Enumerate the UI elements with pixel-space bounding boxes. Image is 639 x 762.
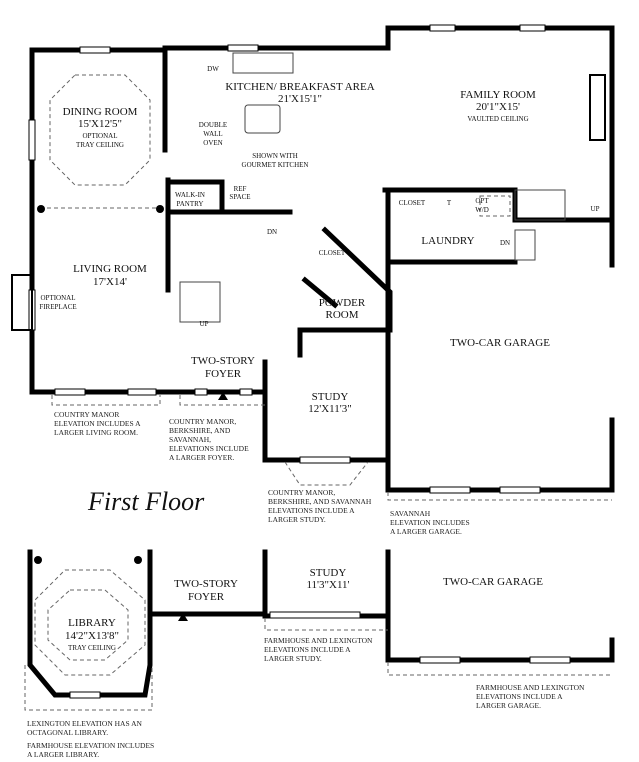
laundry-label: LAUNDRY	[421, 235, 474, 247]
foyer-note: ELEVATIONS INCLUDE	[169, 444, 249, 453]
study-note: LARGER STUDY.	[268, 515, 326, 524]
foyer-note: COUNTRY MANOR,	[169, 417, 236, 426]
powder-room-label: POWDER	[319, 297, 366, 309]
living-note: ELEVATION INCLUDES A	[54, 419, 141, 428]
powder-room-label: ROOM	[325, 309, 358, 321]
stairs-up-label: UP	[200, 320, 209, 328]
alt-garage-note: ELEVATIONS INCLUDE A	[476, 692, 563, 701]
foyer-note: BERKSHIRE, AND	[169, 426, 231, 435]
living-note: COUNTRY MANOR	[54, 410, 119, 419]
study-note: ELEVATIONS INCLUDE A	[268, 506, 355, 515]
dining-room-label: DINING ROOM	[63, 106, 138, 118]
dining-note: TRAY CEILING	[76, 141, 124, 149]
alternate-walls	[24, 549, 615, 711]
ref-space-label: REF	[234, 185, 247, 193]
wd-label: W/D	[475, 206, 489, 214]
gourmet-note: GOURMET KITCHEN	[242, 161, 309, 169]
family-room-note: VAULTED CEILING	[467, 115, 528, 123]
family-room-dims: 20'1"X15'	[476, 101, 520, 113]
toilet-label: T	[447, 199, 452, 207]
pantry-label: PANTRY	[177, 200, 204, 208]
stairs-dn-label: DN	[267, 228, 277, 236]
garage-note: A LARGER GARAGE.	[390, 527, 462, 536]
labels: KITCHEN/ BREAKFAST AREA 21'X15'1" DW DOU…	[27, 65, 600, 759]
floor-title: First Floor	[87, 487, 205, 516]
alt-study-label: STUDY	[310, 567, 347, 579]
gourmet-note: SHOWN WITH	[252, 152, 298, 160]
kitchen-label: KITCHEN/ BREAKFAST AREA	[225, 81, 374, 93]
oven-label: DOUBLE	[199, 121, 227, 129]
family-room-label: FAMILY ROOM	[460, 89, 536, 101]
library-label: LIBRARY	[68, 617, 116, 629]
ref-space-label: SPACE	[229, 193, 250, 201]
stairs-dn-label: DN	[500, 239, 510, 247]
library-note: A LARGER LIBRARY.	[27, 750, 99, 759]
dashed-options	[11, 52, 612, 501]
garage-note: ELEVATION INCLUDES	[390, 518, 470, 527]
alt-garage-label: TWO-CAR GARAGE	[443, 576, 543, 588]
oven-label: OVEN	[203, 139, 222, 147]
dining-note: OPTIONAL	[83, 132, 118, 140]
garage-label: TWO-CAR GARAGE	[450, 337, 550, 349]
wd-label: OPT	[475, 197, 489, 205]
library-note: OCTAGONAL LIBRARY.	[27, 728, 108, 737]
living-room-dims: 17'X14'	[93, 276, 127, 288]
library-note: FARMHOUSE ELEVATION INCLUDES	[27, 741, 154, 750]
dw-label: DW	[207, 65, 219, 73]
fireplace-note: FIREPLACE	[39, 303, 76, 311]
alt-garage-note: FARMHOUSE AND LEXINGTON	[476, 683, 585, 692]
study-note: BERKSHIRE, AND SAVANNAH	[268, 497, 372, 506]
alt-study-note: FARMHOUSE AND LEXINGTON	[264, 636, 373, 645]
fireplace-note: OPTIONAL	[41, 294, 76, 302]
dining-room-dims: 15'X12'5"	[78, 118, 122, 130]
alt-study-dims: 11'3"X11'	[306, 579, 349, 591]
study-dims: 12'X11'3"	[308, 403, 352, 415]
oven-label: WALL	[203, 130, 222, 138]
garage-note: SAVANNAH	[390, 509, 431, 518]
foyer-label: TWO-STORY	[191, 355, 255, 367]
stairs-up-label: UP	[591, 205, 600, 213]
library-note: TRAY CEILING	[68, 644, 116, 652]
pantry-label: WALK-IN	[175, 191, 205, 199]
closet-label: CLOSET	[399, 199, 426, 207]
foyer-note: A LARGER FOYER.	[169, 453, 234, 462]
library-dims: 14'2"X13'8"	[65, 630, 119, 642]
kitchen-dims: 21'X15'1"	[278, 93, 322, 105]
foyer-note: SAVANNAH,	[169, 435, 211, 444]
alt-garage-note: LARGER GARAGE.	[476, 701, 541, 710]
alt-study-note: LARGER STUDY.	[264, 654, 322, 663]
study-label: STUDY	[312, 391, 349, 403]
closet-label: CLOSET	[319, 249, 346, 257]
alt-foyer-label: FOYER	[188, 591, 225, 603]
alt-foyer-label: TWO-STORY	[174, 578, 238, 590]
alt-study-note: ELEVATIONS INCLUDE A	[264, 645, 351, 654]
living-room-label: LIVING ROOM	[73, 263, 147, 275]
library-note: LEXINGTON ELEVATION HAS AN	[27, 719, 143, 728]
foyer-label: FOYER	[205, 368, 242, 380]
living-note: LARGER LIVING ROOM.	[54, 428, 138, 437]
study-note: COUNTRY MANOR,	[268, 488, 335, 497]
